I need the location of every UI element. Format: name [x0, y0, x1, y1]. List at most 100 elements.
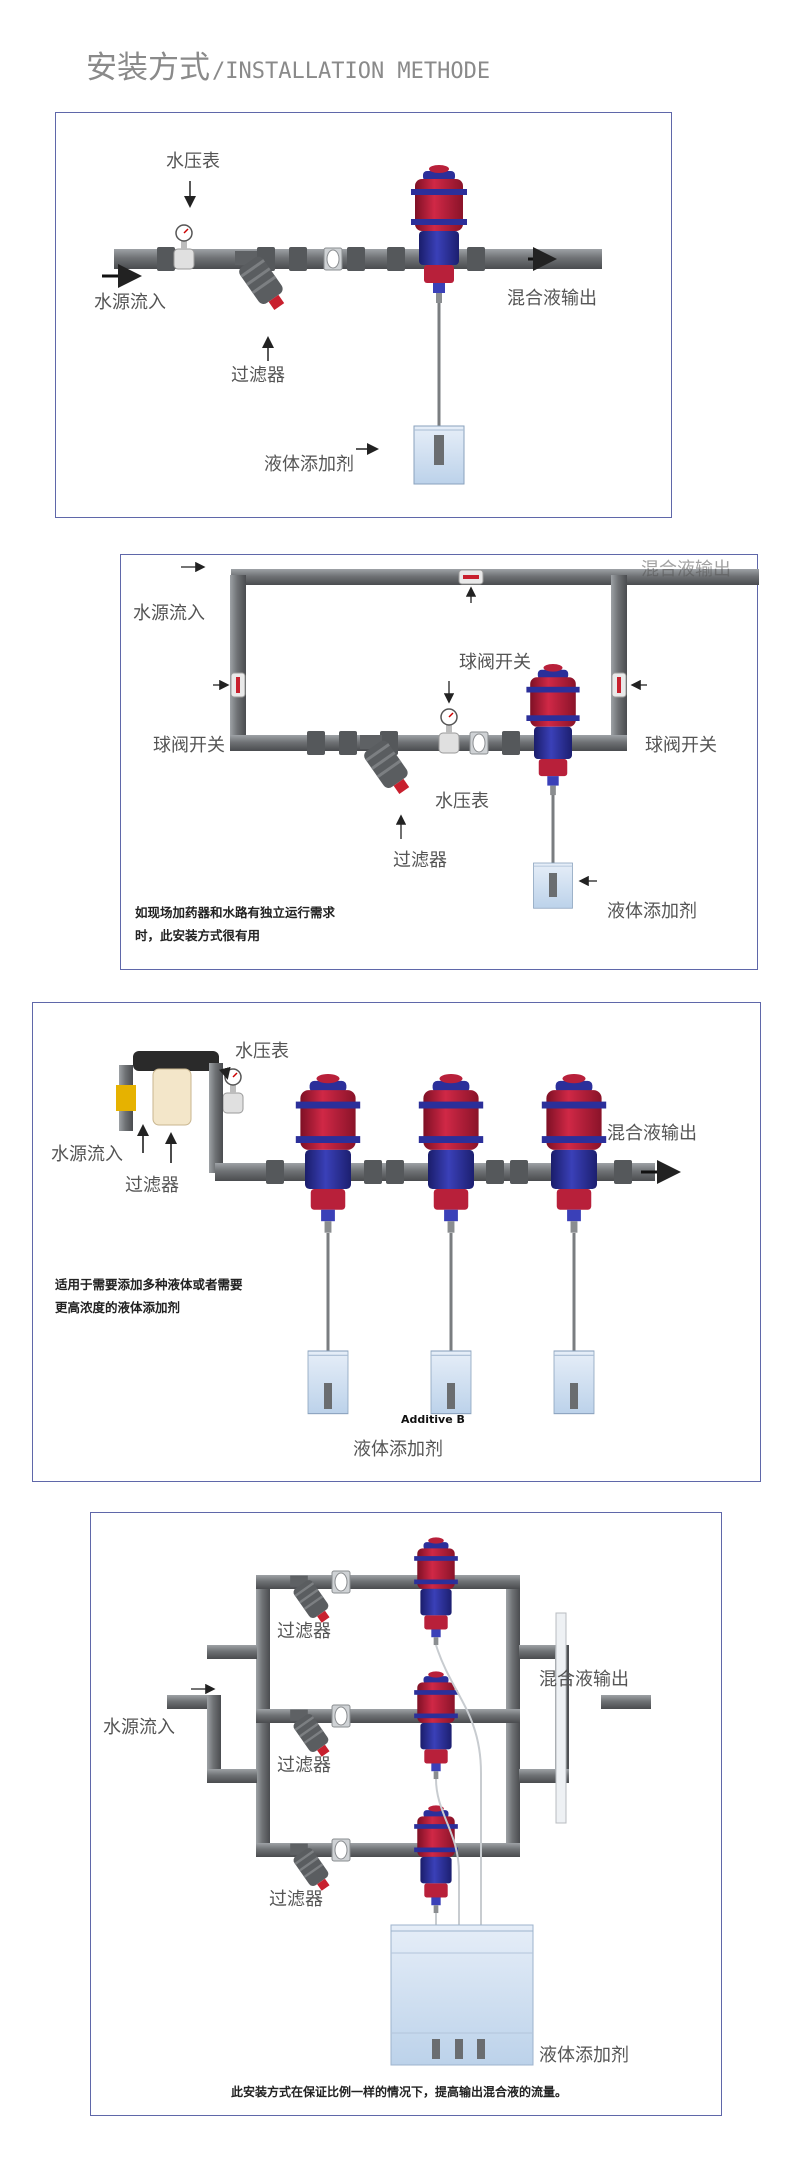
suction-filter — [434, 435, 444, 465]
left-riser — [230, 575, 246, 745]
pipe-union — [266, 1160, 284, 1184]
pressure-gauge-icon — [438, 708, 460, 754]
label-filter-2: 过滤器 — [277, 1755, 331, 1776]
gauge-arrow-icon — [218, 1066, 231, 1080]
label-additive: 液体添加剂 — [353, 1439, 443, 1460]
suction-filter — [447, 1383, 455, 1409]
suction-filter — [432, 2039, 440, 2059]
note-line: 更高浓度的液体添加剂 — [55, 1300, 181, 1315]
pressure-gauge-icon — [173, 224, 195, 270]
label-filter: 过滤器 — [125, 1175, 179, 1196]
pipe-union — [347, 247, 365, 271]
suction-filter — [324, 1383, 332, 1409]
label-pressure-gauge: 水压表 — [166, 151, 220, 172]
label-mix-output: 混合液输出 — [507, 288, 597, 309]
pipe-union — [502, 731, 520, 755]
dosing-pump-icon — [414, 1537, 458, 1646]
page-title: 安装方式/INSTALLATION METHODE — [86, 42, 490, 87]
dosing-pump-icon — [541, 1074, 607, 1233]
label-water-inlet: 水源流入 — [133, 603, 205, 624]
label-additive: 液体添加剂 — [607, 901, 697, 922]
page-title-cn: 安装方式 — [86, 50, 210, 86]
label-pressure-gauge: 水压表 — [435, 791, 489, 812]
pipe-union — [510, 1160, 528, 1184]
outlet-tube — [555, 1612, 567, 1824]
diagram-2-note: 如现场加药器和水路有独立运行需求 时，此安装方式很有用 — [135, 901, 335, 947]
ball-valve-left — [230, 672, 246, 698]
label-additive: 液体添加剂 — [539, 2045, 629, 2066]
dosing-pump-icon — [414, 1805, 458, 1914]
inlet-link — [207, 1645, 257, 1659]
inlet-link — [207, 1769, 257, 1783]
check-valve — [323, 247, 343, 271]
diagram-2-panel: 水源流入 混合液输出 球阀开关 球阀开关 球阀开关 水压表 过滤器 液体添加剂 … — [120, 554, 759, 970]
label-filter: 过滤器 — [393, 850, 447, 871]
pipe-union — [339, 731, 357, 755]
check-valve — [331, 1704, 351, 1728]
label-water-inlet: 水源流入 — [103, 1717, 175, 1738]
inlet-manifold — [133, 1051, 219, 1071]
dosing-pump-icon — [418, 1074, 484, 1233]
ball-valve-right — [611, 672, 627, 698]
label-filter-3: 过滤器 — [269, 1889, 323, 1910]
diagram-2-drawing: 水源流入 混合液输出 球阀开关 球阀开关 球阀开关 水压表 过滤器 液体添加剂 — [133, 559, 759, 922]
pipe-union — [387, 247, 405, 271]
diagram-4-panel: 水源流入 过滤器 过滤器 过滤器 混合液输出 液体添加剂 此安装方式在保证比例一… — [90, 1512, 722, 2116]
label-water-inlet: 水源流入 — [51, 1144, 123, 1165]
diagram-1-drawing: 水压表 水源流入 过滤器 混合液输出 液体添加剂 — [94, 151, 602, 485]
diagram-4-note: 此安装方式在保证比例一样的情况下，提高输出混合液的流量。 — [231, 2081, 567, 2104]
dosing-pump-icon — [295, 1074, 361, 1233]
pipe-union — [467, 247, 485, 271]
diagram-3-drawing: 水压表 水源流入 过滤器 混合液输出 Additive B 液体添加剂 — [51, 1041, 697, 1460]
pipe-union — [486, 1160, 504, 1184]
suction-tube — [435, 1644, 482, 2058]
dosing-pump-icon — [414, 1671, 458, 1780]
label-additive: 液体添加剂 — [264, 454, 354, 475]
dosing-branch — [230, 735, 627, 751]
page-title-en: /INSTALLATION METHODE — [212, 59, 491, 84]
label-additive-b: Additive B — [401, 1413, 465, 1426]
note-line: 适用于需要添加多种液体或者需要 — [55, 1277, 243, 1292]
label-water-inlet: 水源流入 — [94, 292, 166, 313]
label-mix-output: 混合液输出 — [607, 1123, 697, 1144]
note-line: 此安装方式在保证比例一样的情况下，提高输出混合液的流量。 — [231, 2085, 568, 2099]
dosing-pump-icon — [411, 165, 467, 303]
dosing-pump-icon — [526, 664, 580, 796]
label-ball-valve-left: 球阀开关 — [153, 735, 225, 756]
filter-cartridge — [152, 1068, 192, 1126]
label-ball-valve-top: 球阀开关 — [459, 652, 531, 673]
pipe-union — [307, 731, 325, 755]
diagram-4-drawing: 水源流入 过滤器 过滤器 过滤器 混合液输出 液体添加剂 — [103, 1537, 651, 2066]
right-riser — [611, 575, 627, 745]
diagram-3-note: 适用于需要添加多种液体或者需要 更高浓度的液体添加剂 — [55, 1273, 243, 1319]
suction-filter — [570, 1383, 578, 1409]
pipe-union — [364, 1160, 382, 1184]
check-valve — [331, 1570, 351, 1594]
pipe-union — [289, 247, 307, 271]
label-mix-output: 混合液输出 — [539, 1669, 629, 1690]
label-mix-output: 混合液输出 — [641, 559, 731, 580]
outlet-pipe — [601, 1695, 651, 1709]
inlet-coupling — [116, 1085, 136, 1111]
ball-valve-top — [458, 569, 484, 585]
suction-filter — [477, 2039, 485, 2059]
pipe-union — [614, 1160, 632, 1184]
diagram-1-panel: 水压表 水源流入 过滤器 混合液输出 液体添加剂 — [55, 112, 672, 518]
note-line: 时，此安装方式很有用 — [135, 928, 261, 943]
suction-filter — [455, 2039, 463, 2059]
check-valve — [469, 731, 489, 755]
label-filter: 过滤器 — [231, 365, 285, 386]
inlet-pipe — [167, 1695, 207, 1709]
check-valve — [331, 1838, 351, 1862]
pipe-union — [157, 247, 175, 271]
label-ball-valve-right: 球阀开关 — [645, 735, 717, 756]
diagram-3-panel: 水压表 水源流入 过滤器 混合液输出 Additive B 液体添加剂 适用于需… — [32, 1002, 761, 1482]
label-pressure-gauge: 水压表 — [235, 1041, 289, 1062]
inlet-riser — [207, 1695, 221, 1775]
suction-filter — [549, 873, 557, 897]
pipe-union — [386, 1160, 404, 1184]
suction-tube — [435, 1778, 460, 2058]
feed-pipe — [209, 1063, 223, 1173]
note-line: 如现场加药器和水路有独立运行需求 — [135, 905, 336, 920]
label-filter-1: 过滤器 — [277, 1621, 331, 1642]
